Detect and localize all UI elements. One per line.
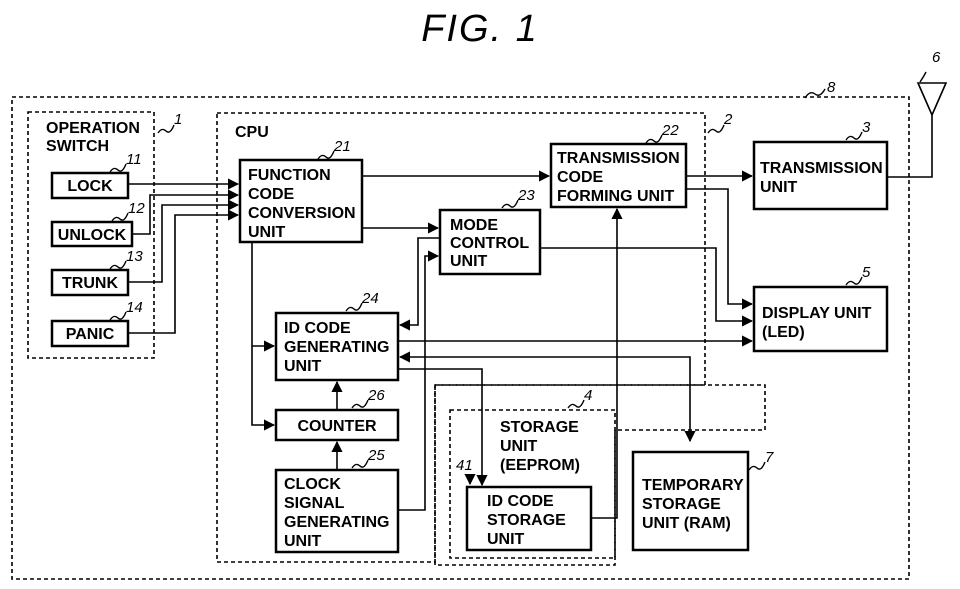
label-panic: PANIC <box>66 326 115 343</box>
label-idgen-line: UNIT <box>284 358 322 375</box>
label-storage-line: UNIT <box>500 438 538 455</box>
leader-24 <box>346 303 362 311</box>
label-trans-form-line: FORMING UNIT <box>557 188 675 205</box>
label-idgen-line: ID CODE <box>284 320 351 337</box>
label-idgen-line: GENERATING <box>284 339 389 356</box>
label-mode-line: MODE <box>450 217 498 234</box>
ref-lock: 11 <box>126 151 142 168</box>
label-func-line: UNIT <box>248 224 286 241</box>
label-counter: COUNTER <box>297 418 377 435</box>
ref-mode-control: 23 <box>517 187 535 204</box>
ref-transmission-code: 22 <box>661 122 679 139</box>
leader-4 <box>568 400 584 408</box>
leader-22 <box>646 135 662 143</box>
label-temp-line: TEMPORARY <box>642 477 744 494</box>
wire-idstore-to-transform <box>591 209 617 518</box>
leader-23 <box>502 200 518 208</box>
wire-mode-to-idgen <box>400 238 440 325</box>
label-op-switch: OPERATIONSWITCH <box>46 120 140 155</box>
label-op-switch-line: SWITCH <box>46 138 109 155</box>
ref-function-code: 21 <box>333 138 351 155</box>
label-idstore-line: STORAGE <box>487 512 566 529</box>
label-temp-line: STORAGE <box>642 496 721 513</box>
label-transmission-line: TRANSMISSION <box>760 160 883 177</box>
ref-counter: 26 <box>367 387 385 404</box>
ref-outer: 8 <box>827 79 836 96</box>
label-clock-line: UNIT <box>284 533 322 550</box>
label-clock-line: SIGNAL <box>284 495 345 512</box>
label-lock-line: LOCK <box>67 178 113 195</box>
ref-unlock: 12 <box>128 200 145 217</box>
label-clock-line: CLOCK <box>284 476 341 493</box>
label-func-line: CODE <box>248 186 295 203</box>
label-func-line: CONVERSION <box>248 205 356 222</box>
wire-panic <box>128 215 238 333</box>
label-display-line: (LED) <box>762 324 805 341</box>
label-storage-line: (EEPROM) <box>500 457 580 474</box>
leader-14 <box>110 312 126 320</box>
ref-temporary-storage: 7 <box>765 449 774 466</box>
label-temp-line: UNIT (RAM) <box>642 515 731 532</box>
label-counter-line: COUNTER <box>297 418 377 435</box>
ref-storage-unit: 4 <box>584 387 592 404</box>
label-idstore-line: UNIT <box>487 531 525 548</box>
label-clock-line: GENERATING <box>284 514 389 531</box>
ref-trunk: 13 <box>126 248 143 265</box>
label-cpu-line: CPU <box>235 124 269 141</box>
leader-8 <box>805 89 825 98</box>
label-op-switch-line: OPERATION <box>46 120 140 137</box>
leader-3 <box>846 132 862 140</box>
leader-26 <box>352 400 368 408</box>
ref-operation-switch: 1 <box>174 111 182 128</box>
label-idstore-line: ID CODE <box>487 493 554 510</box>
ref-id-code-storage: 41 <box>456 457 473 474</box>
leader-1 <box>158 125 174 133</box>
wire-func-to-counter <box>252 242 274 425</box>
ref-cpu: 2 <box>723 111 733 128</box>
ref-clock: 25 <box>367 447 385 464</box>
label-display-line: DISPLAY UNIT <box>762 305 872 322</box>
leader-12 <box>112 213 128 221</box>
leader-6 <box>920 72 926 82</box>
leader-21 <box>318 151 334 159</box>
ref-display-unit: 5 <box>862 264 871 281</box>
ref-id-code-generating: 24 <box>361 290 379 307</box>
label-cpu: CPU <box>235 124 269 141</box>
label-unlock-line: UNLOCK <box>58 227 127 244</box>
wire-mode-to-display <box>540 248 752 321</box>
label-trunk-line: TRUNK <box>62 275 118 292</box>
leader-5 <box>846 277 862 285</box>
leader-7 <box>749 462 765 470</box>
label-mode-line: UNIT <box>450 253 488 270</box>
label-func-line: FUNCTION <box>248 167 331 184</box>
ref-transmission-unit: 3 <box>862 119 871 136</box>
leader-13 <box>110 261 126 269</box>
label-panic-line: PANIC <box>66 326 115 343</box>
label-storage: STORAGE UNIT (EEPROM) <box>500 419 580 474</box>
label-unlock: UNLOCK <box>58 227 127 244</box>
label-mode-line: CONTROL <box>450 235 529 252</box>
label-transmission-line: UNIT <box>760 179 798 196</box>
wire-transform-to-display <box>686 189 752 304</box>
leader-11 <box>110 164 126 172</box>
ref-antenna: 6 <box>932 49 941 66</box>
leader-25 <box>352 460 368 468</box>
leader-2 <box>708 125 724 133</box>
label-trans-form-line: CODE <box>557 169 604 186</box>
ref-panic: 14 <box>126 299 143 316</box>
label-trans-form-line: TRANSMISSION <box>557 150 680 167</box>
label-storage-line: STORAGE <box>500 419 579 436</box>
label-trunk: TRUNK <box>62 275 118 292</box>
label-lock: LOCK <box>67 178 113 195</box>
